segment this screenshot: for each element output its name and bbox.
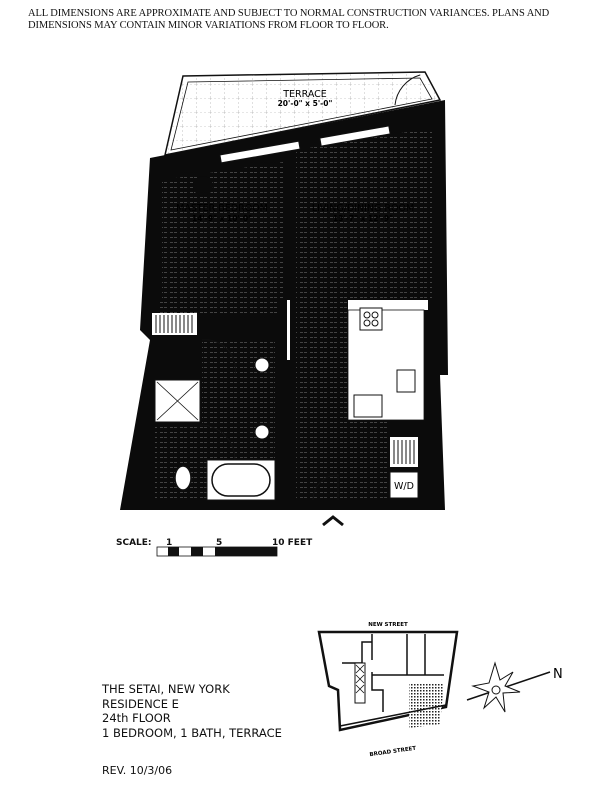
unit-summary: 1 BEDROOM, 1 BATH, TERRACE (102, 725, 282, 740)
scale-bar (156, 546, 278, 557)
fixtures: W/D (174, 307, 419, 501)
disclaimer-text: ALL DIMENSIONS ARE APPROXIMATE AND SUBJE… (28, 8, 550, 31)
scale-label: SCALE: (116, 538, 152, 548)
north-arrow-icon: N (466, 661, 563, 713)
scale-tick: 1 (166, 538, 173, 548)
shower (156, 381, 199, 421)
dishwasher (353, 394, 383, 418)
terrace: TERRACE 20'-0" x 5'-0" (164, 71, 442, 156)
master-bedroom-size: 14'-9" x 10'-0" (192, 214, 252, 223)
terrace-size: 20'-0" x 5'-0" (278, 99, 333, 108)
closet-shelving (152, 313, 197, 335)
key-plan: NEW STREET BROAD STREET (317, 622, 459, 759)
living-dining-label: LIVING/DINING ROOM (312, 203, 414, 214)
broad-street-label: BROAD STREET (369, 746, 417, 759)
washer-dryer (389, 471, 419, 499)
bathtub (211, 463, 271, 497)
revision-date: REV. 10/3/06 (102, 764, 173, 777)
floor-number: 24th FLOOR (102, 711, 171, 725)
living-dining-size: 13'-7" x 12'-9" (333, 214, 393, 223)
scale-tick: 10 FEET (272, 538, 313, 548)
kitchen-sink (396, 369, 416, 393)
building-name: THE SETAI, NEW YORK (102, 682, 230, 696)
terrace-door-swing (394, 74, 421, 106)
svg-text:N: N (553, 667, 563, 682)
sink (254, 357, 270, 373)
exterior-walls (120, 100, 448, 510)
new-street-label: NEW STREET (368, 622, 408, 628)
cooktop (359, 307, 383, 331)
entry-arrow-icon (322, 515, 344, 527)
terrace-label: TERRACE (282, 89, 327, 100)
svg-text:W/D: W/D (394, 481, 414, 492)
residence-info: THE SETAI, NEW YORK RESIDENCE E 24th FLO… (102, 682, 282, 740)
master-bedroom-label: MASTER BEDROOM (176, 203, 268, 214)
residence-name: RESIDENCE E (102, 696, 179, 711)
toilet (174, 465, 192, 491)
sink (254, 424, 270, 440)
hvac-grille (390, 437, 418, 467)
scale-tick: 5 (216, 538, 223, 548)
column (193, 176, 213, 196)
entry-door-swing (312, 474, 339, 501)
